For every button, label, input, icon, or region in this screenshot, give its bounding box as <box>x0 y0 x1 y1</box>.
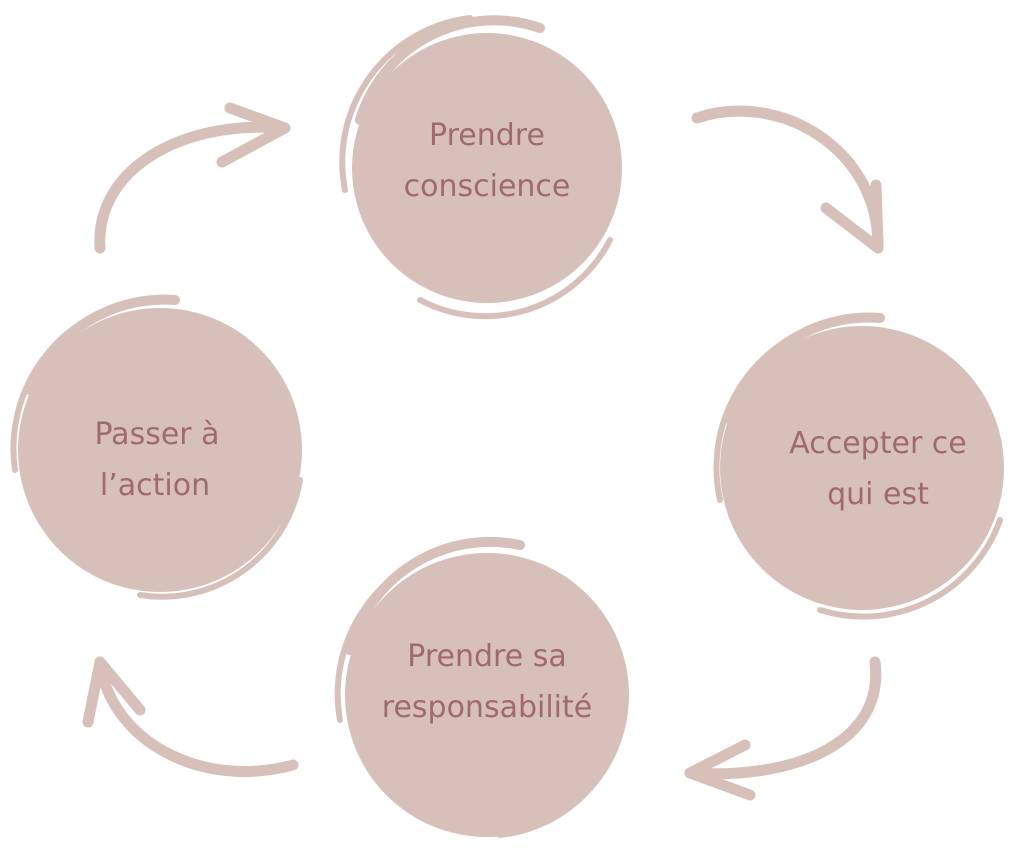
step-prendre-conscience: Prendre conscience <box>339 15 622 320</box>
step-label: l’action <box>100 468 210 503</box>
arrow-bottom-to-left <box>82 656 299 777</box>
step-label: qui est <box>827 477 929 512</box>
brush-stroke <box>137 477 303 600</box>
step-circle <box>720 326 1004 610</box>
arrow-right-to-bottom <box>684 656 882 801</box>
brush-stroke <box>497 697 628 838</box>
step-circle <box>18 308 302 592</box>
brush-stroke <box>417 237 613 320</box>
step-passer-a-laction: Passer à l’action <box>10 294 303 600</box>
arrow-top-to-right <box>691 105 884 254</box>
brush-stroke <box>334 542 473 723</box>
step-prendre-sa-responsabilite: Prendre sa responsabilité <box>334 536 629 838</box>
step-label: Accepter ce <box>789 426 967 461</box>
step-label: conscience <box>404 169 571 204</box>
brush-stroke <box>355 15 545 125</box>
brush-stroke <box>10 302 123 473</box>
step-circle <box>352 33 622 303</box>
step-label: Prendre sa <box>407 639 566 674</box>
step-label: responsabilité <box>382 690 592 725</box>
brush-stroke <box>713 322 823 503</box>
step-accepter-ce-qui-est: Accepter ce qui est <box>713 312 1004 620</box>
step-label: Prendre <box>429 118 545 153</box>
step-label: Passer à <box>94 417 219 452</box>
brush-stroke <box>339 15 473 193</box>
arrow-left-to-top <box>94 102 291 254</box>
brush-stroke <box>817 517 1003 620</box>
step-circle <box>345 553 629 837</box>
